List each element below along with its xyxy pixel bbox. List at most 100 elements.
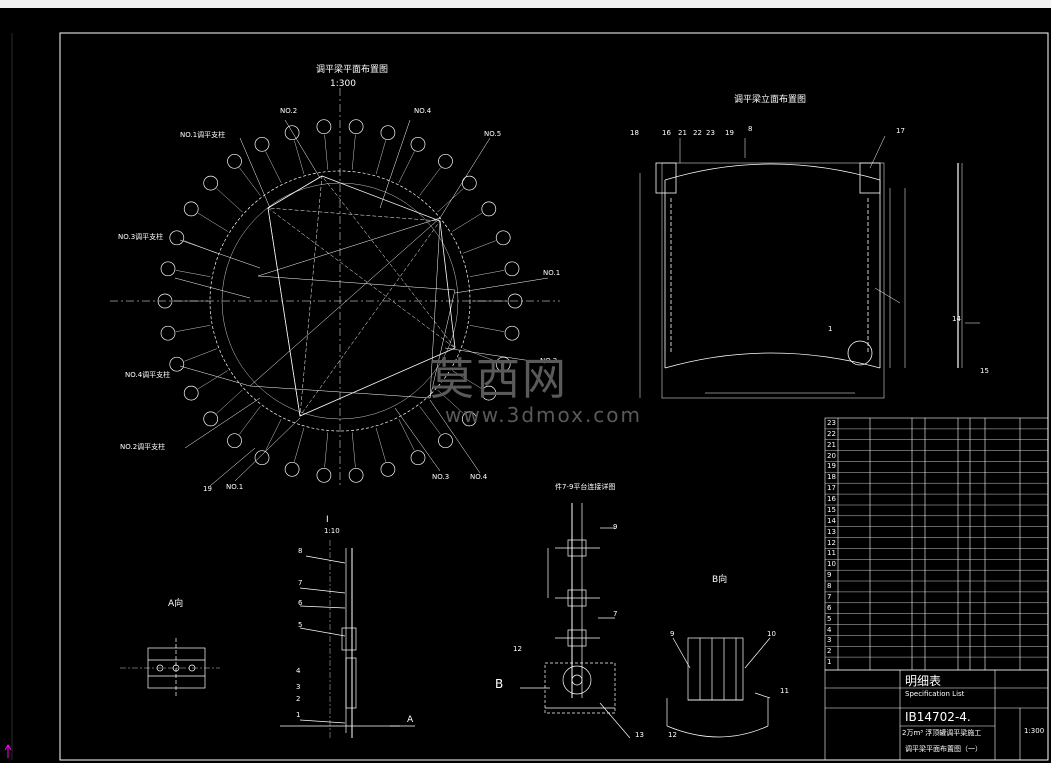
watermark-cn: 莫西网 xyxy=(430,354,568,405)
table-row-number: 22 xyxy=(827,429,836,438)
view-b-title: B向 xyxy=(712,575,728,585)
table-row-number: 9 xyxy=(827,571,832,580)
table-row-number: 14 xyxy=(827,516,836,525)
table-row-number: 19 xyxy=(827,462,836,471)
detail-callout: 7 xyxy=(613,610,618,618)
drawing-number: IB14702-4. xyxy=(905,710,971,724)
plan-label: NO.4 xyxy=(414,107,432,115)
plan-pile-leader xyxy=(197,212,228,232)
table-row-number: 16 xyxy=(827,495,836,504)
plan-pile-leader xyxy=(452,212,483,232)
elevation-callout: 22 xyxy=(693,129,702,137)
plan-pile-circle xyxy=(481,385,497,401)
plan-pile-circle xyxy=(461,175,477,191)
plan-pile-leader xyxy=(265,419,282,451)
drawing-geometry xyxy=(4,32,1049,761)
section-callout: 8 xyxy=(298,547,303,555)
detail-callout: 13 xyxy=(635,731,644,739)
plan-pile-leader xyxy=(469,270,505,277)
plan-pile-circle xyxy=(348,119,364,135)
plan-leaders xyxy=(174,119,549,487)
plan-pile-leader xyxy=(239,406,261,435)
plan-label: NO.2 xyxy=(540,357,558,365)
table-row-number: 23 xyxy=(827,419,836,427)
table-row-number: 15 xyxy=(827,505,836,514)
plan-title: 调平梁平面布置图 xyxy=(316,65,389,75)
cad-drawing-canvas[interactable]: 调平梁平面布置图 1:300 调平梁立面布置图 I 1:10 A向 B向 件7-… xyxy=(0,8,1051,763)
plan-pile-leader xyxy=(324,432,328,468)
b-view-callout: 11 xyxy=(780,687,789,695)
plan-scale: 1:300 xyxy=(330,79,356,89)
section-callout: 2 xyxy=(296,695,301,703)
plan-pile-leader xyxy=(398,151,415,183)
plan-pile-circle xyxy=(380,461,396,477)
elevation-callout: 17 xyxy=(896,127,905,135)
table-header-label: 明细表 xyxy=(905,674,942,688)
table-row-number: 21 xyxy=(827,440,836,449)
plan-label: NO.5 xyxy=(484,130,502,138)
plan-pile-leader xyxy=(197,370,228,390)
elevation-callout: 19 xyxy=(725,129,734,137)
section-callout: 7 xyxy=(298,579,303,587)
elevation-callout: 21 xyxy=(678,129,687,137)
ucs-axis-marker xyxy=(4,744,12,758)
plan-pile-leader xyxy=(352,432,356,468)
plan-pile-leader xyxy=(294,427,305,462)
view-b-marker: B xyxy=(495,677,504,691)
plan-pile-circle xyxy=(203,175,219,191)
plan-label: NO.1 xyxy=(226,483,244,491)
plan-pile-leader xyxy=(239,167,261,196)
b-view-callout: 12 xyxy=(668,731,677,739)
section-callout: 3 xyxy=(296,683,301,691)
plan-label: NO.1调平支柱 xyxy=(180,131,226,139)
plan-pile-leader xyxy=(452,370,483,390)
plan-pile-circle xyxy=(504,261,520,277)
plan-pile-leader xyxy=(375,140,386,175)
plan-pile-leader xyxy=(398,419,415,451)
table-row-number: 11 xyxy=(827,549,836,558)
plan-pile-circle xyxy=(316,119,332,135)
plan-pile-leader xyxy=(437,389,464,414)
b-view-callout: 10 xyxy=(767,630,776,638)
plan-pile-leader xyxy=(216,188,243,213)
table-row-number: 4 xyxy=(827,625,832,634)
plan-pile-circle xyxy=(227,433,242,449)
plan-pile-leader xyxy=(216,389,243,414)
project-name: 2万m³ 浮顶罐调平梁施工 xyxy=(902,729,982,737)
plan-pile-leader xyxy=(463,240,496,254)
plan-pile-circle xyxy=(461,411,477,427)
detail-callout: 9 xyxy=(613,523,618,531)
view-a-marker: A xyxy=(407,715,414,725)
drawing-border xyxy=(59,32,1049,761)
elevation-callout: 23 xyxy=(706,129,715,137)
plan-pile-circle xyxy=(507,293,523,309)
plan-pile-leader xyxy=(352,134,356,170)
plan-pile-circle xyxy=(254,450,270,466)
table-row-number: 3 xyxy=(827,636,832,645)
plan-pile-leader xyxy=(294,140,305,175)
section-title: I xyxy=(326,515,329,525)
section-callout: 5 xyxy=(298,621,303,629)
section-callout: 1 xyxy=(296,711,301,719)
plan-pile-circle xyxy=(284,461,300,477)
plan-pile-circle xyxy=(227,153,242,169)
plan-pile-leader xyxy=(469,325,505,332)
plan-pile-circle xyxy=(254,136,270,152)
plan-pile-circle xyxy=(284,125,300,141)
table-header-sub: Specification List xyxy=(905,690,965,698)
plan-pile-leader xyxy=(463,348,496,362)
elevation-callout: 16 xyxy=(662,129,671,137)
plan-pile-circle xyxy=(160,261,176,277)
elevation-callout: 1 xyxy=(828,325,833,333)
sheet-name: 调平梁平面布置图（一） xyxy=(905,745,982,753)
elevation-callout: 15 xyxy=(980,367,989,375)
detail-title: 件7-9平台连接详图 xyxy=(555,483,616,491)
table-row-number: 7 xyxy=(827,592,832,601)
b-view-callout: 9 xyxy=(670,630,675,638)
table-row-number: 12 xyxy=(827,538,836,547)
plan-pile-circle xyxy=(348,467,364,483)
plan-pile-leader xyxy=(437,188,464,213)
plan-label: NO.1 xyxy=(543,269,561,277)
plan-view xyxy=(110,88,560,488)
section-i-view xyxy=(120,540,415,738)
